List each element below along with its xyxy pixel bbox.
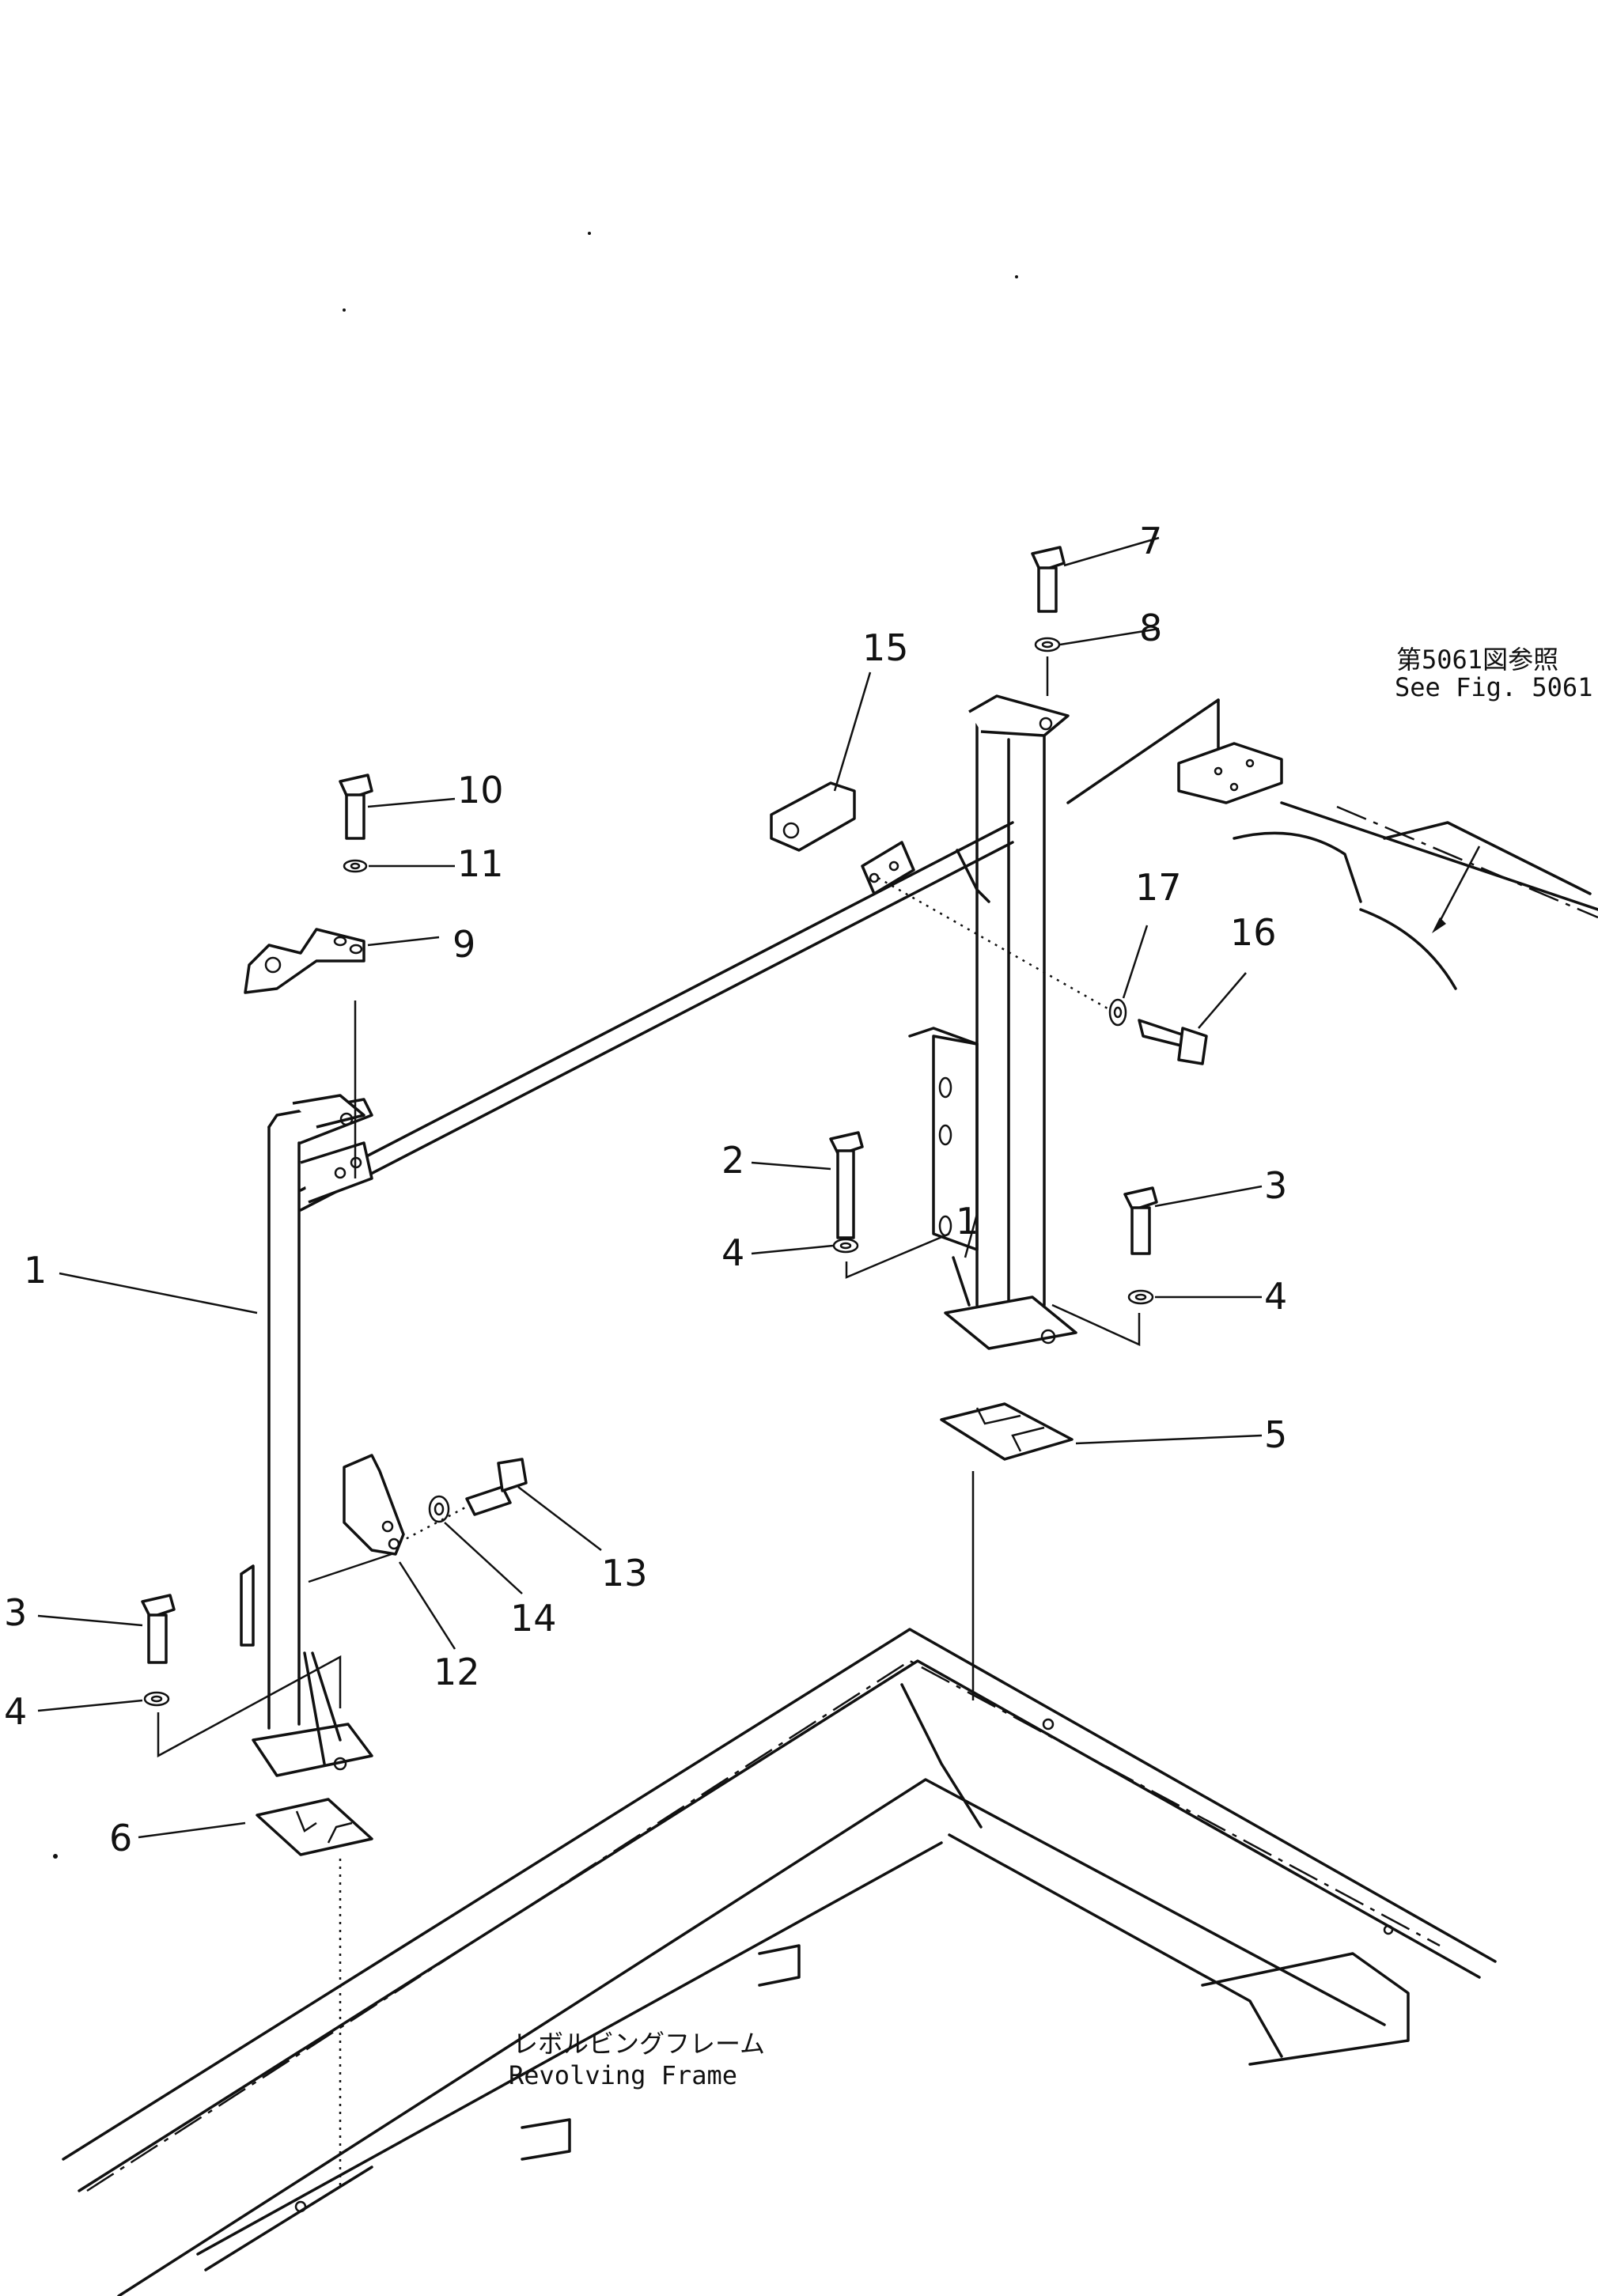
frame-label-jp: レボルビングフレーム <box>513 2029 765 2059</box>
callout-5: 5 <box>1264 1413 1287 1456</box>
callout-1: 1 <box>24 1249 47 1292</box>
callout-14: 14 <box>510 1597 557 1640</box>
bolt-10 <box>339 774 373 873</box>
callout-9: 9 <box>453 923 475 966</box>
callout-labels: 1 1 2 3 3 4 4 4 5 6 7 8 9 10 11 12 13 14… <box>4 520 1287 1859</box>
bolt-2 <box>829 1131 864 1254</box>
callout-15: 15 <box>862 626 909 669</box>
callout-7: 7 <box>1139 520 1162 562</box>
callout-11: 11 <box>457 842 504 885</box>
bolt-16 <box>877 876 1208 1065</box>
cross-beam <box>299 821 1014 1212</box>
beam-plate <box>861 841 915 895</box>
callout-1-right: 1 <box>956 1200 979 1243</box>
callout-17: 17 <box>1135 866 1182 909</box>
shim-6 <box>256 1798 373 1856</box>
bracket-12 <box>343 1454 405 1556</box>
bolt-13 <box>428 1458 528 1523</box>
callout-10: 10 <box>457 769 504 811</box>
reference-note-en: See Fig. 5061 <box>1395 672 1592 702</box>
reference-note-jp: 第5061図参照 <box>1396 645 1558 675</box>
frame-label-en: Revolving Frame <box>509 2060 737 2090</box>
bracket-9 <box>244 928 365 994</box>
callout-3-left: 3 <box>4 1591 27 1634</box>
revolving-frame <box>62 1628 1497 2296</box>
callout-4-right: 4 <box>1264 1275 1287 1318</box>
callout-6: 6 <box>109 1817 132 1859</box>
guide-lines <box>157 656 1141 2191</box>
callout-12: 12 <box>434 1651 480 1693</box>
callout-13: 13 <box>601 1552 648 1594</box>
callout-4-mid: 4 <box>721 1231 744 1274</box>
notes: 第5061図参照 See Fig. 5061 レボルビングフレーム Revolv… <box>509 645 1592 2090</box>
callout-2: 2 <box>721 1139 744 1182</box>
bolt-3-right <box>1123 1186 1158 1305</box>
callout-3-right: 3 <box>1264 1164 1287 1207</box>
callout-8: 8 <box>1139 607 1162 649</box>
bolt-7 <box>1031 546 1066 652</box>
scan-specks <box>53 232 1018 1859</box>
left-post <box>240 1094 373 1777</box>
shim-5 <box>940 1402 1074 1461</box>
bolt-3-left <box>141 1594 176 1707</box>
right-post <box>908 694 1077 1350</box>
callout-16: 16 <box>1230 911 1277 954</box>
clamp-15 <box>770 781 856 852</box>
callout-4-left: 4 <box>4 1690 27 1733</box>
leader-lines <box>37 536 1481 1839</box>
reference-assembly <box>1066 698 1598 990</box>
